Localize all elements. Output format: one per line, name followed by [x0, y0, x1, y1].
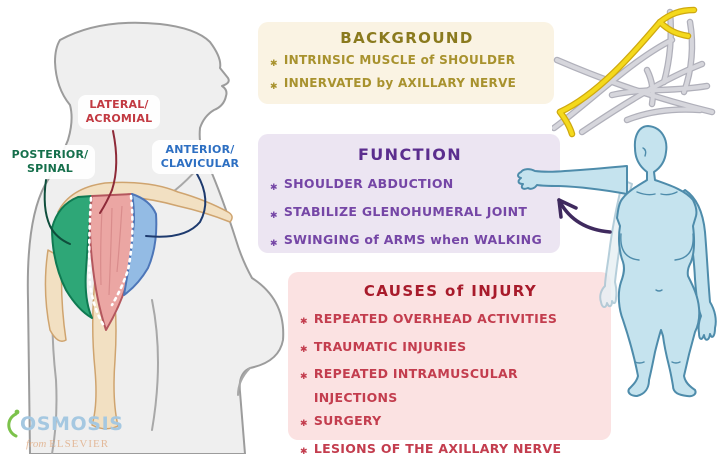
- osmosis-logo: OSMOSIS from ELSEVIER: [4, 408, 124, 450]
- brachial-plexus-illustration: [552, 6, 716, 138]
- causes-title: CAUSES of INJURY: [363, 282, 538, 300]
- asterisk-bullet-icon: ✱: [270, 211, 278, 221]
- function-box: FUNCTION ✱ SHOULDER ABDUCTION ✱ STABILIZ…: [258, 134, 560, 253]
- causes-items: ✱ REPEATED OVERHEAD ACTIVITIES ✱ TRAUMAT…: [300, 307, 601, 454]
- lateral-acromial-label: LATERAL/ ACROMIAL: [78, 95, 160, 129]
- deltoid-posterior-part: [51, 195, 93, 319]
- background-item-text: INTRINSIC MUSCLE of SHOULDER: [283, 53, 516, 67]
- lateral-leader-line: [99, 130, 118, 214]
- causes-item: ✱ SURGERY: [300, 409, 601, 437]
- causes-item: ✱ REPEATED OVERHEAD ACTIVITIES: [300, 307, 601, 335]
- causes-item-text: TRAUMATIC INJURIES: [313, 338, 467, 354]
- causes-item-text: SURGERY: [313, 413, 382, 428]
- background-box: BACKGROUND ✱ INTRINSIC MUSCLE of SHOULDE…: [258, 22, 554, 104]
- causes-item: ✱ REPEATED INTRAMUSCULAR INJECTIONS: [300, 362, 601, 409]
- tagline-from: from: [26, 438, 47, 450]
- muscle-striations: [100, 205, 123, 296]
- causes-item: ✱ TRAUMATIC INJURIES: [300, 335, 601, 363]
- causes-item-text: REPEATED INTRAMUSCULAR INJECTIONS: [313, 366, 518, 405]
- causes-item-text: REPEATED OVERHEAD ACTIVITIES: [313, 311, 558, 326]
- figure-body: [616, 125, 701, 398]
- function-item-text: STABILIZE GLENOHUMERAL JOINT: [283, 204, 528, 219]
- posterior-spinal-label: POSTERIOR/ SPINAL: [5, 145, 95, 179]
- posterior-leader-line: [43, 179, 71, 245]
- lateral-label-line2: ACROMIAL: [85, 111, 153, 125]
- shoulder-abduction-figure: [517, 125, 717, 398]
- function-item: ✱ SWINGING of ARMS when WALKING: [270, 228, 550, 256]
- background-item: ✱ INNERVATED by AXILLARY NERVE: [270, 74, 544, 97]
- tagline-elsevier: ELSEVIER: [49, 438, 110, 450]
- asterisk-bullet-icon: ✱: [300, 344, 308, 355]
- function-item-text: SHOULDER ABDUCTION: [283, 176, 454, 191]
- asterisk-bullet-icon: ✱: [270, 183, 278, 193]
- anterior-leader-line: [145, 173, 207, 238]
- asterisk-bullet-icon: ✱: [270, 59, 278, 69]
- deltoid-dashed-borders: [87, 194, 134, 328]
- function-items: ✱ SHOULDER ABDUCTION ✱ STABILIZE GLENOHU…: [270, 172, 550, 256]
- asterisk-bullet-icon: ✱: [300, 446, 308, 454]
- abduction-arrow: [557, 198, 612, 234]
- asterisk-bullet-icon: ✱: [270, 82, 278, 92]
- anterior-label-line1: ANTERIOR/: [165, 143, 235, 156]
- posterior-label-line1: POSTERIOR/: [11, 148, 89, 161]
- asterisk-bullet-icon: ✱: [300, 419, 308, 429]
- background-items: ✱ INTRINSIC MUSCLE of SHOULDER ✱ INNERVA…: [270, 51, 544, 97]
- causes-item: ✱ LESIONS OF THE AXILLARY NERVE: [300, 437, 601, 454]
- lateral-label-line1: LATERAL/: [89, 98, 149, 111]
- background-title: BACKGROUND: [340, 29, 474, 47]
- posterior-label-line2: SPINAL: [26, 161, 73, 175]
- asterisk-bullet-icon: ✱: [300, 317, 308, 327]
- osmosis-leaf-icon: [7, 409, 20, 438]
- deltoid-anterior-part: [123, 193, 158, 296]
- shoulder-anatomy-illustration: [26, 21, 285, 454]
- causes-of-injury-box: CAUSES of INJURY ✱ REPEATED OVERHEAD ACT…: [288, 272, 611, 454]
- anterior-label-line2: CLAVICULAR: [160, 156, 240, 170]
- figure-detail-lines: [620, 147, 694, 364]
- function-item-text: SWINGING of ARMS when WALKING: [283, 232, 543, 247]
- causes-item-text: LESIONS OF THE AXILLARY NERVE: [313, 440, 562, 454]
- anterior-clavicular-label: ANTERIOR/ CLAVICULAR: [152, 140, 248, 174]
- function-item: ✱ STABILIZE GLENOHUMERAL JOINT: [270, 200, 550, 228]
- asterisk-bullet-icon: ✱: [270, 239, 278, 249]
- axillary-nerve-yellow: [556, 6, 698, 138]
- function-item: ✱ SHOULDER ABDUCTION: [270, 172, 550, 200]
- elsevier-tagline: from ELSEVIER: [26, 438, 124, 450]
- function-title: FUNCTION: [357, 145, 463, 164]
- extended-arm: [517, 165, 628, 195]
- background-item: ✱ INTRINSIC MUSCLE of SHOULDER: [270, 51, 544, 74]
- osmosis-wordmark: OSMOSIS: [20, 413, 124, 435]
- asterisk-bullet-icon: ✱: [300, 372, 308, 382]
- background-item-text: INNERVATED by AXILLARY NERVE: [283, 76, 517, 90]
